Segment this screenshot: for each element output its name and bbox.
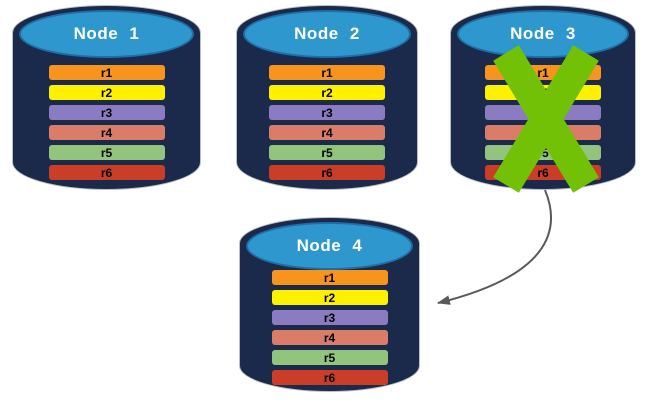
replica-row-r5: r5 — [269, 145, 385, 160]
cylinder-top: Node 1 — [19, 10, 194, 58]
replica-rows: r1 r2 r3 r4 r5 r6 — [48, 65, 165, 180]
replica-row-r6: r6 — [269, 165, 385, 180]
replica-rows: r1 r2 r3 r4 r5 r6 — [269, 65, 385, 180]
node-cylinder-2: Node 2 r1 r2 r3 r4 r5 r6 — [236, 5, 418, 190]
replica-row-r4: r4 — [48, 125, 165, 140]
cylinder-top: Node 4 — [246, 222, 413, 270]
replica-row-r2: r2 — [269, 85, 385, 100]
node-title: Node 1 — [73, 24, 140, 43]
replica-row-r3: r3 — [271, 310, 388, 325]
replica-row-r2: r2 — [271, 290, 388, 305]
node-cylinder-4: Node 4 r1 r2 r3 r4 r5 r6 — [239, 217, 420, 392]
failure-cross-icon — [493, 45, 599, 193]
node-title: Node 3 — [510, 24, 576, 43]
node-title: Node 2 — [294, 24, 360, 43]
replica-row-r3: r3 — [48, 105, 165, 120]
replica-row-r4: r4 — [269, 125, 385, 140]
cylinder-top: Node 2 — [243, 10, 411, 58]
replica-row-r4: r4 — [271, 330, 388, 345]
replica-row-r3: r3 — [269, 105, 385, 120]
replica-row-r1: r1 — [48, 65, 165, 80]
replica-row-r6: r6 — [271, 370, 388, 385]
replica-row-r1: r1 — [271, 270, 388, 285]
replica-rows: r1 r2 r3 r4 r5 r6 — [271, 270, 388, 385]
failover-arrow-path — [436, 189, 552, 305]
replica-row-r5: r5 — [271, 350, 388, 365]
cylinder-top: Node 3 — [457, 10, 629, 58]
node-title: Node 4 — [296, 236, 363, 255]
node-cylinder-1: Node 1 r1 r2 r3 r4 r5 r6 — [12, 5, 201, 190]
replica-row-r2: r2 — [48, 85, 165, 100]
replica-row-r6: r6 — [48, 165, 165, 180]
replica-row-r1: r1 — [269, 65, 385, 80]
replica-row-r5: r5 — [48, 145, 165, 160]
